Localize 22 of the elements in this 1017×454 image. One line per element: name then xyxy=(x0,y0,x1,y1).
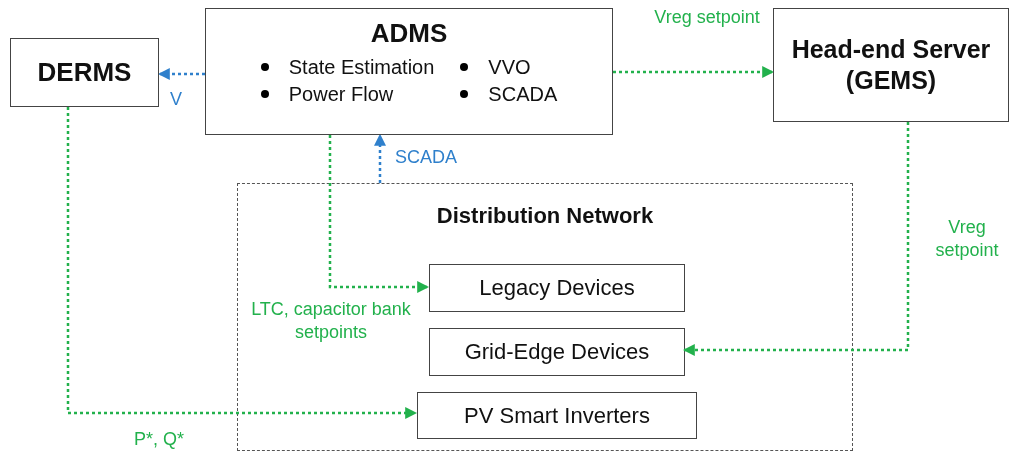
arrow xyxy=(66,107,418,419)
arrow xyxy=(374,133,386,183)
function-item: SCADA xyxy=(488,82,558,106)
device-box xyxy=(10,38,159,107)
device-box xyxy=(429,328,685,376)
node-title: Legacy Devices xyxy=(479,274,635,302)
device-box xyxy=(417,392,697,439)
node-title: Grid-Edge Devices xyxy=(464,338,650,366)
device-box xyxy=(429,264,685,312)
device-box xyxy=(773,8,1009,122)
node-title: Head-end Server (GEMS) xyxy=(790,33,992,96)
node-title: ADMS xyxy=(370,17,448,50)
system-box xyxy=(205,8,613,135)
function-item: State Estimation xyxy=(288,55,435,79)
node-title: DERMS xyxy=(37,56,132,89)
node-title: PV Smart Inverters xyxy=(464,401,650,430)
function-item: VVO xyxy=(488,55,531,79)
arrow xyxy=(613,66,775,78)
arrow xyxy=(328,135,430,293)
function-item: Power Flow xyxy=(288,82,394,106)
node-title: Distribution Network xyxy=(436,202,654,230)
arrow xyxy=(157,68,205,80)
